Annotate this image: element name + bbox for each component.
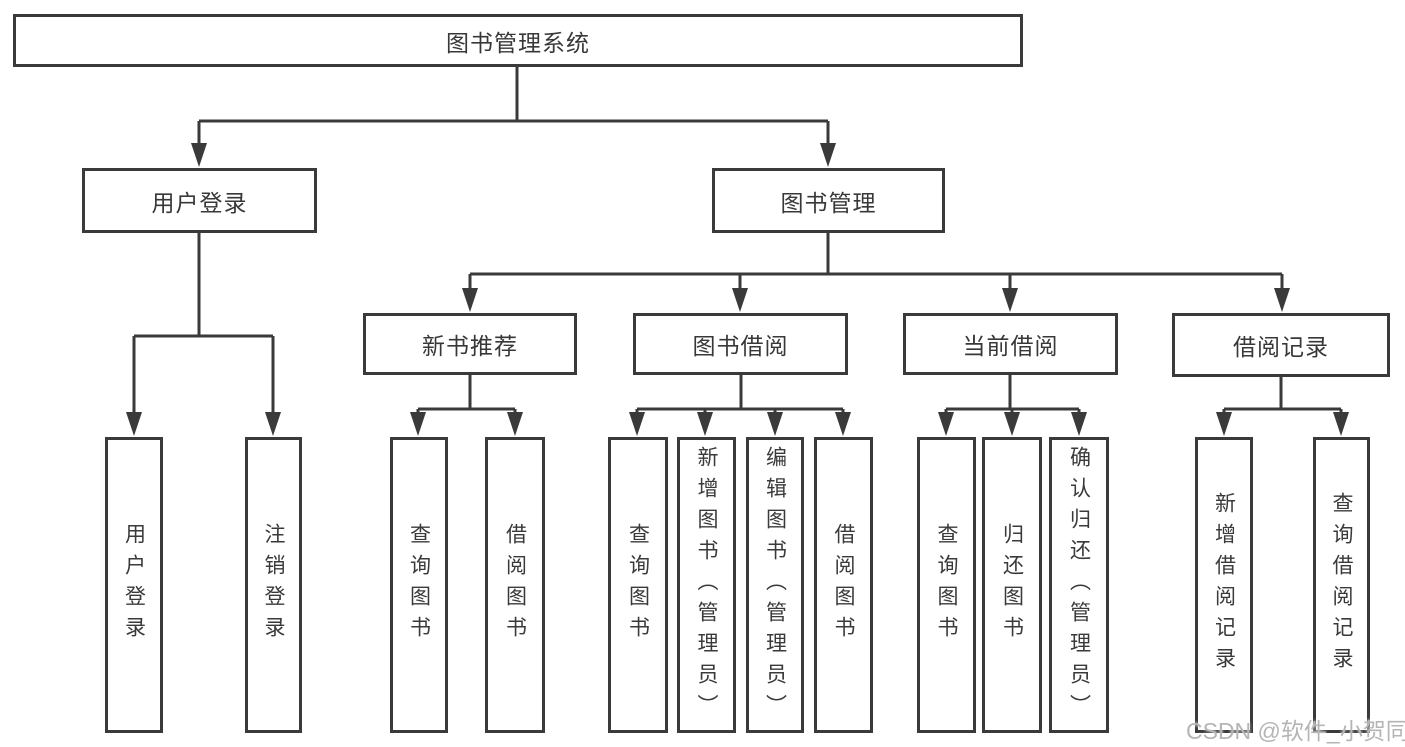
leaf-label: 注销登录 [262,523,285,647]
leaf-label: 新增借阅记录 [1212,492,1236,678]
node-borrow-records: 借阅记录 [1172,313,1390,377]
node-label: 用户登录 [151,189,248,216]
leaf-query-books-recommend: 查询图书 [390,437,448,733]
leaf-label: 查询图书 [407,523,431,647]
leaf-query-borrow-record: 查询借阅记录 [1313,437,1370,733]
leaf-label: 归还图书 [1000,523,1024,647]
leaf-query-books-borrowing: 查询图书 [608,437,668,733]
node-label: 图书管理 [780,189,877,216]
leaf-edit-book-admin: 编辑图书（管理员） [746,437,804,733]
leaf-add-book-admin: 新增图书（管理员） [677,437,736,733]
node-new-book-recommend: 新书推荐 [363,313,577,375]
node-book-management: 图书管理 [712,168,945,233]
node-book-borrowing: 图书借阅 [633,313,848,375]
node-label: 新书推荐 [422,333,518,359]
leaf-label: 查询借阅记录 [1330,492,1353,678]
leaf-label: 查询图书 [626,523,650,647]
node-label: 图书管理系统 [446,29,590,56]
leaf-return-books: 归还图书 [982,437,1042,733]
csdn-watermark: CSDN @软件_小贺同学 [1186,718,1405,744]
node-label: 借阅记录 [1233,334,1329,360]
leaf-user-login: 用户登录 [105,437,163,733]
node-root-library-system: 图书管理系统 [13,14,1023,67]
leaf-label: 借阅图书 [832,523,855,647]
leaf-label: 用户登录 [122,523,146,647]
node-user-login: 用户登录 [82,168,317,233]
leaf-borrow-books-recommend: 借阅图书 [485,437,545,733]
leaf-label: 查询图书 [935,523,958,647]
leaf-borrow-books-borrowing: 借阅图书 [814,437,873,733]
node-label: 当前借阅 [962,333,1059,359]
leaf-label: 新增图书（管理员） [695,445,718,725]
node-current-borrowing: 当前借阅 [903,313,1118,375]
leaf-confirm-return-admin: 确认归还（管理员） [1049,437,1109,733]
leaf-add-borrow-record: 新增借阅记录 [1195,437,1253,733]
leaf-label: 确认归还（管理员） [1067,445,1091,725]
leaf-label: 借阅图书 [503,523,527,647]
leaf-logout: 注销登录 [245,437,302,733]
leaf-label: 编辑图书（管理员） [763,445,787,725]
leaf-query-books-current: 查询图书 [917,437,976,733]
node-label: 图书借阅 [692,333,789,359]
